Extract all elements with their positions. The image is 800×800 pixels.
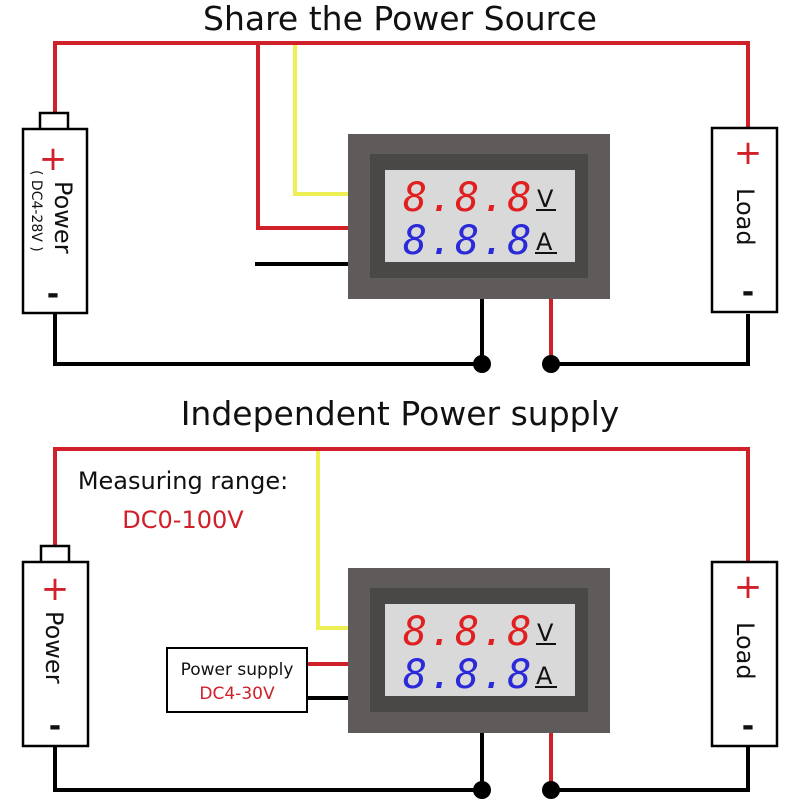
bottom-load: + Load - [710,560,779,748]
top-load-label: Load [731,188,759,246]
top-wires [53,41,750,373]
top-voltage-unit: V [537,185,554,213]
bottom-black-wire-load-neg [551,746,750,792]
bottom-load-plus: + [734,567,763,607]
top-title: Share the Power Source [203,0,597,38]
top-load: + Load - [710,126,779,314]
measuring-range-value: DC0-100V [122,506,244,534]
measuring-range-label: Measuring range: [78,467,288,495]
top-meter: 8.8.8 8.8.8 V A [348,134,610,299]
power-supply-range: DC4-30V [199,684,275,704]
bottom-junction-right [542,781,560,799]
bottom-voltage-reading: 8.8.8 [403,609,533,655]
top-red-wire-main [53,41,750,127]
top-power-plus: + [39,139,68,179]
top-black-wire-power-neg [53,298,484,366]
power-supply-label: Power supply [181,660,294,680]
bottom-title: Independent Power supply [181,394,620,433]
top-power-minus: - [47,277,59,312]
bottom-load-minus: - [742,709,754,744]
top-load-minus: - [742,275,754,310]
bottom-red-wire-main [53,447,750,563]
top-current-reading: 8.8.8 [403,218,533,264]
bottom-meter: 8.8.8 8.8.8 V A [348,568,610,733]
top-power-battery: + Power ( DC4-28V ) - [21,111,89,315]
top-current-unit: A [536,228,553,256]
top-power-label: Power [49,181,77,254]
top-power-range: ( DC4-28V ) [28,170,44,252]
bottom-current-reading: 8.8.8 [403,652,533,698]
power-supply-box: Power supply DC4-30V [166,647,308,713]
bottom-wires [53,447,750,799]
bottom-power-label: Power [40,611,68,684]
top-junction-right [542,355,560,373]
top-junction-left [473,355,491,373]
bottom-load-label: Load [731,622,759,680]
bottom-power-battery: + Power - [21,544,90,748]
bottom-junction-left [473,781,491,799]
bottom-voltage-unit: V [537,619,554,647]
bottom-black-wire-power-neg [53,732,484,792]
bottom-power-minus: - [49,709,61,744]
top-yellow-wire [293,45,348,196]
top-black-wire-load-neg [551,314,750,366]
bottom-power-plus: + [41,569,70,609]
bottom-yellow-wire [316,451,348,630]
top-voltage-reading: 8.8.8 [403,175,533,221]
bottom-current-unit: A [536,662,553,690]
top-load-plus: + [734,133,763,173]
top-red-wire-meter [256,43,348,230]
